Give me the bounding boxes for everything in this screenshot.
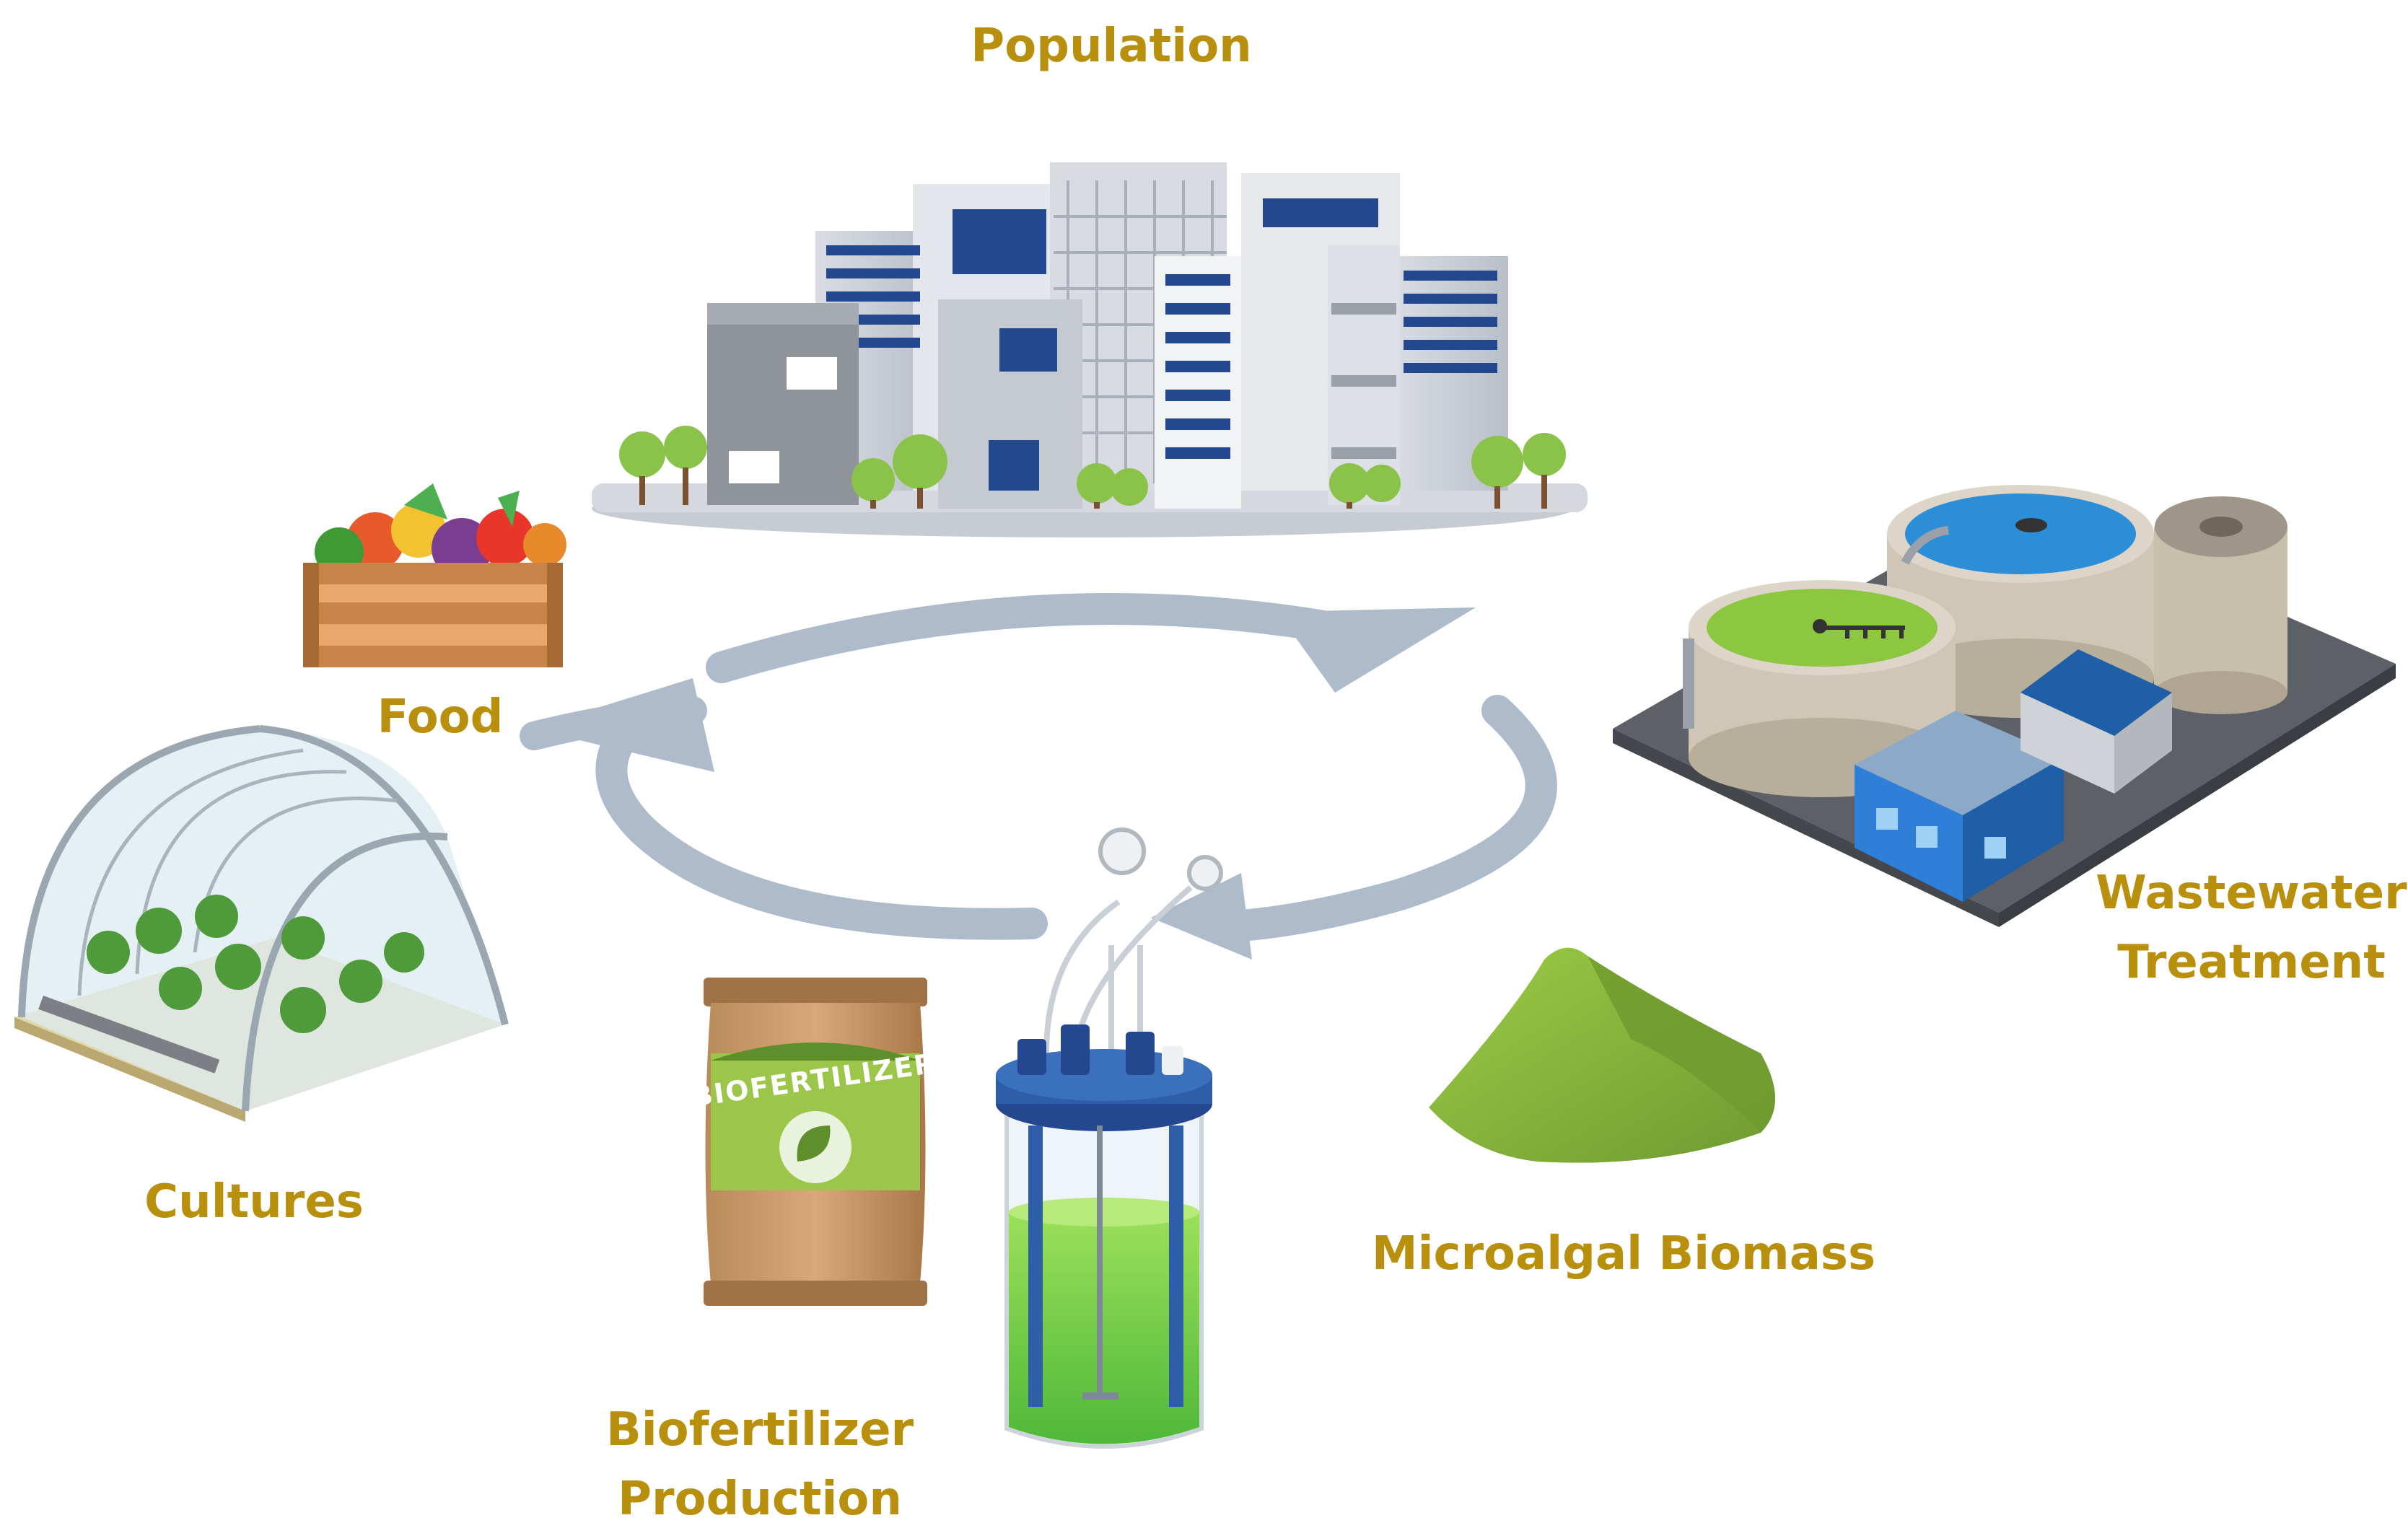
arrow-population-to-wastewater: [706, 593, 1387, 683]
bioreactor-icon: [996, 828, 1223, 1449]
fertilizer-bag-icon: BIOFERTILIZER: [690, 978, 939, 1306]
label-wastewater-treatment: Wastewater Treatment: [2096, 859, 2407, 997]
label-wastewater-line1: Wastewater: [2096, 866, 2407, 920]
label-wastewater-line2: Treatment: [2117, 936, 2386, 989]
label-cultures: Cultures: [144, 1175, 364, 1229]
label-biofertilizer-line2: Production: [618, 1473, 902, 1526]
label-food: Food: [377, 690, 504, 744]
arrow-wastewater-to-biomass: [1204, 695, 1557, 943]
label-biofertilizer-production: Biofertilizer Production: [606, 1395, 914, 1534]
arrow-biofertilizer-to-food: [595, 706, 1048, 940]
label-population: Population: [971, 19, 1252, 73]
label-microalgal-biomass: Microalgal Biomass: [1371, 1227, 1876, 1281]
arrow-head-1: [1277, 607, 1476, 693]
label-biofertilizer-line1: Biofertilizer: [605, 1403, 914, 1457]
greenhouse-icon: [14, 725, 509, 1122]
city-buildings-icon: [592, 162, 1588, 537]
arrow-head-2: [1151, 873, 1252, 960]
arrow-food-tail: [520, 696, 707, 750]
biomass-pile-icon: [1429, 947, 1775, 1163]
cycle-arrows: [520, 593, 1557, 960]
wastewater-plant-icon: [1613, 485, 2396, 927]
vegetable-crate-icon: [303, 483, 566, 667]
city-trees: [619, 426, 1566, 509]
